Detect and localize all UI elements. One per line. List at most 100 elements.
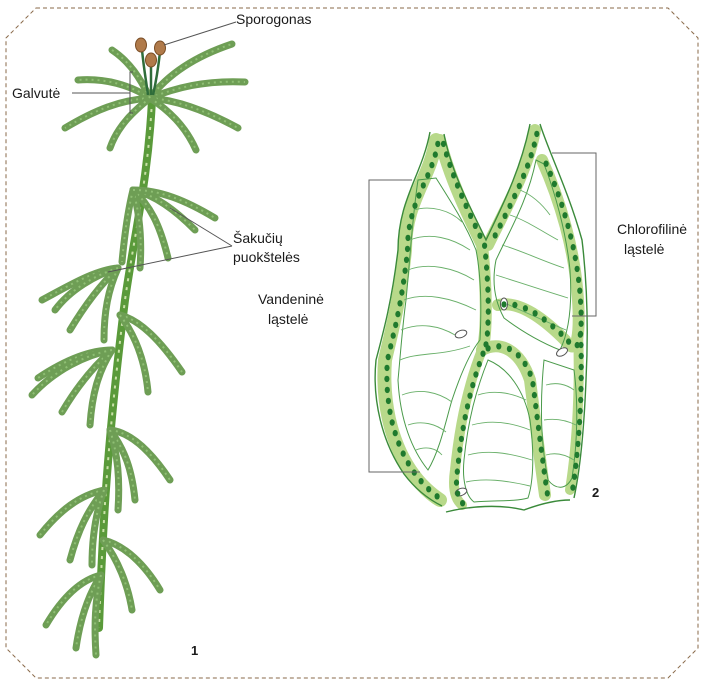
chloroplast-dot xyxy=(543,479,548,485)
chloroplast-dot xyxy=(537,436,542,442)
chloroplast-dot xyxy=(575,266,580,272)
chloroplast-dot xyxy=(532,392,537,398)
fibril xyxy=(510,215,558,240)
sporogon-capsule xyxy=(136,38,147,52)
chloroplast-dot xyxy=(386,354,391,360)
chloroplast-dot xyxy=(464,203,469,209)
chloroplast-dot xyxy=(512,193,517,199)
chloroplast-dot xyxy=(393,322,398,328)
chloroplast-dot xyxy=(477,361,482,367)
chloroplast-dot xyxy=(517,183,522,189)
chloroplast-dot xyxy=(540,457,545,463)
chloroplast-dot xyxy=(456,458,461,464)
chloroplast-dot xyxy=(579,321,584,327)
fibril xyxy=(478,392,526,400)
cell-wall-outline xyxy=(375,132,442,506)
chloroplast-dot xyxy=(577,419,582,425)
cell-pore xyxy=(454,329,468,340)
fibril xyxy=(414,208,462,222)
chloroplast-dot xyxy=(571,244,576,250)
chloroplast-dot xyxy=(435,493,440,499)
chloroplast-dot xyxy=(397,300,402,306)
chloroplast-dot xyxy=(473,371,478,377)
chloroplast-dot xyxy=(484,264,489,270)
chloroplast-dot xyxy=(455,468,460,474)
chloroplast-dot xyxy=(579,310,584,316)
chloroplast-dot xyxy=(480,351,485,357)
chloroplast-dot xyxy=(578,342,583,348)
chloroplast-dot xyxy=(575,441,580,447)
figure-number-1: 1 xyxy=(191,643,198,658)
chloroplast-dot xyxy=(558,331,563,337)
chloroplast-dot xyxy=(578,408,583,414)
sporogon-capsule xyxy=(155,41,166,55)
chloroplast-dot xyxy=(485,319,490,325)
fibril xyxy=(546,384,574,390)
chloroplast-dot xyxy=(426,486,431,492)
chloroplast-dot xyxy=(507,346,512,352)
moss-plant: Sporogonas Galvutė Šakučių puokštelės 1 xyxy=(12,11,312,658)
chloroplast-dot xyxy=(542,468,547,474)
label-chlorofiline-line1: Chlorofilinė xyxy=(617,221,687,237)
chloroplast-dot xyxy=(405,235,410,241)
chloroplast-dot xyxy=(407,224,412,230)
chloroplast-dot xyxy=(403,268,408,274)
chloroplast-dot xyxy=(493,232,498,238)
chloroplast-dot xyxy=(579,353,584,359)
chloroplast-dot xyxy=(576,430,581,436)
chloroplast-dot xyxy=(401,278,406,284)
fibril xyxy=(502,245,564,268)
chloroplast-dot xyxy=(425,172,430,178)
chloroplast-dot xyxy=(406,460,411,466)
chloroplast-dot xyxy=(523,361,528,367)
chloroplast-dot xyxy=(482,243,487,249)
chloroplast-dot xyxy=(460,500,465,506)
chloroplast-dot xyxy=(486,297,491,303)
chlorophyll-cell-band-low-mid xyxy=(482,346,545,495)
chloroplast-dot xyxy=(528,371,533,377)
chloroplast-dot xyxy=(447,162,452,168)
branch-group xyxy=(32,44,245,655)
chloroplast-dot xyxy=(579,375,584,381)
chloroplast-dot xyxy=(559,202,564,208)
chloroplast-dot xyxy=(384,365,389,371)
chloroplast-dot xyxy=(421,182,426,188)
chloroplast-dot xyxy=(459,436,464,442)
chloroplast-dot xyxy=(467,393,472,399)
chloroplast-dot xyxy=(525,162,530,168)
chloroplast-dot xyxy=(441,141,446,147)
label-sporogonas: Sporogonas xyxy=(236,11,312,27)
leaf-cell-section: Vandeninė ląstelė Chlorofilinė ląstelė 2 xyxy=(258,124,687,512)
chloroplast-dot xyxy=(574,452,579,458)
chloroplast-dot xyxy=(395,311,400,317)
chloroplast-dot xyxy=(483,253,488,259)
chloroplast-dot xyxy=(534,131,539,137)
chloroplast-dot xyxy=(566,338,571,344)
chloroplast-dot xyxy=(401,450,406,456)
chloroplast-dot xyxy=(485,286,490,292)
chloroplast-dot xyxy=(516,352,521,358)
chloroplast-dot xyxy=(399,289,404,295)
chloroplast-dot xyxy=(451,172,456,178)
chloroplast-dot xyxy=(503,213,508,219)
chloroplast-dot xyxy=(572,474,577,480)
chloroplast-dot xyxy=(388,343,393,349)
fibril xyxy=(520,190,550,215)
chloroplast-dot xyxy=(562,212,567,218)
fibril xyxy=(498,300,566,330)
chloroplast-dot xyxy=(573,255,578,261)
chloroplast-dot xyxy=(565,223,570,229)
chloroplast-dot xyxy=(444,151,449,157)
chloroplast-dot xyxy=(577,288,582,294)
branch xyxy=(150,98,238,128)
chloroplast-dot xyxy=(433,151,438,157)
fibril xyxy=(408,266,474,280)
chloroplast-dot xyxy=(416,192,421,198)
chloroplast-dot xyxy=(461,425,466,431)
chloroplast-dot xyxy=(459,193,464,199)
chloroplast-dot xyxy=(470,382,475,388)
fibril xyxy=(401,326,455,335)
fibril xyxy=(410,236,470,250)
chloroplast-dot xyxy=(412,469,417,475)
